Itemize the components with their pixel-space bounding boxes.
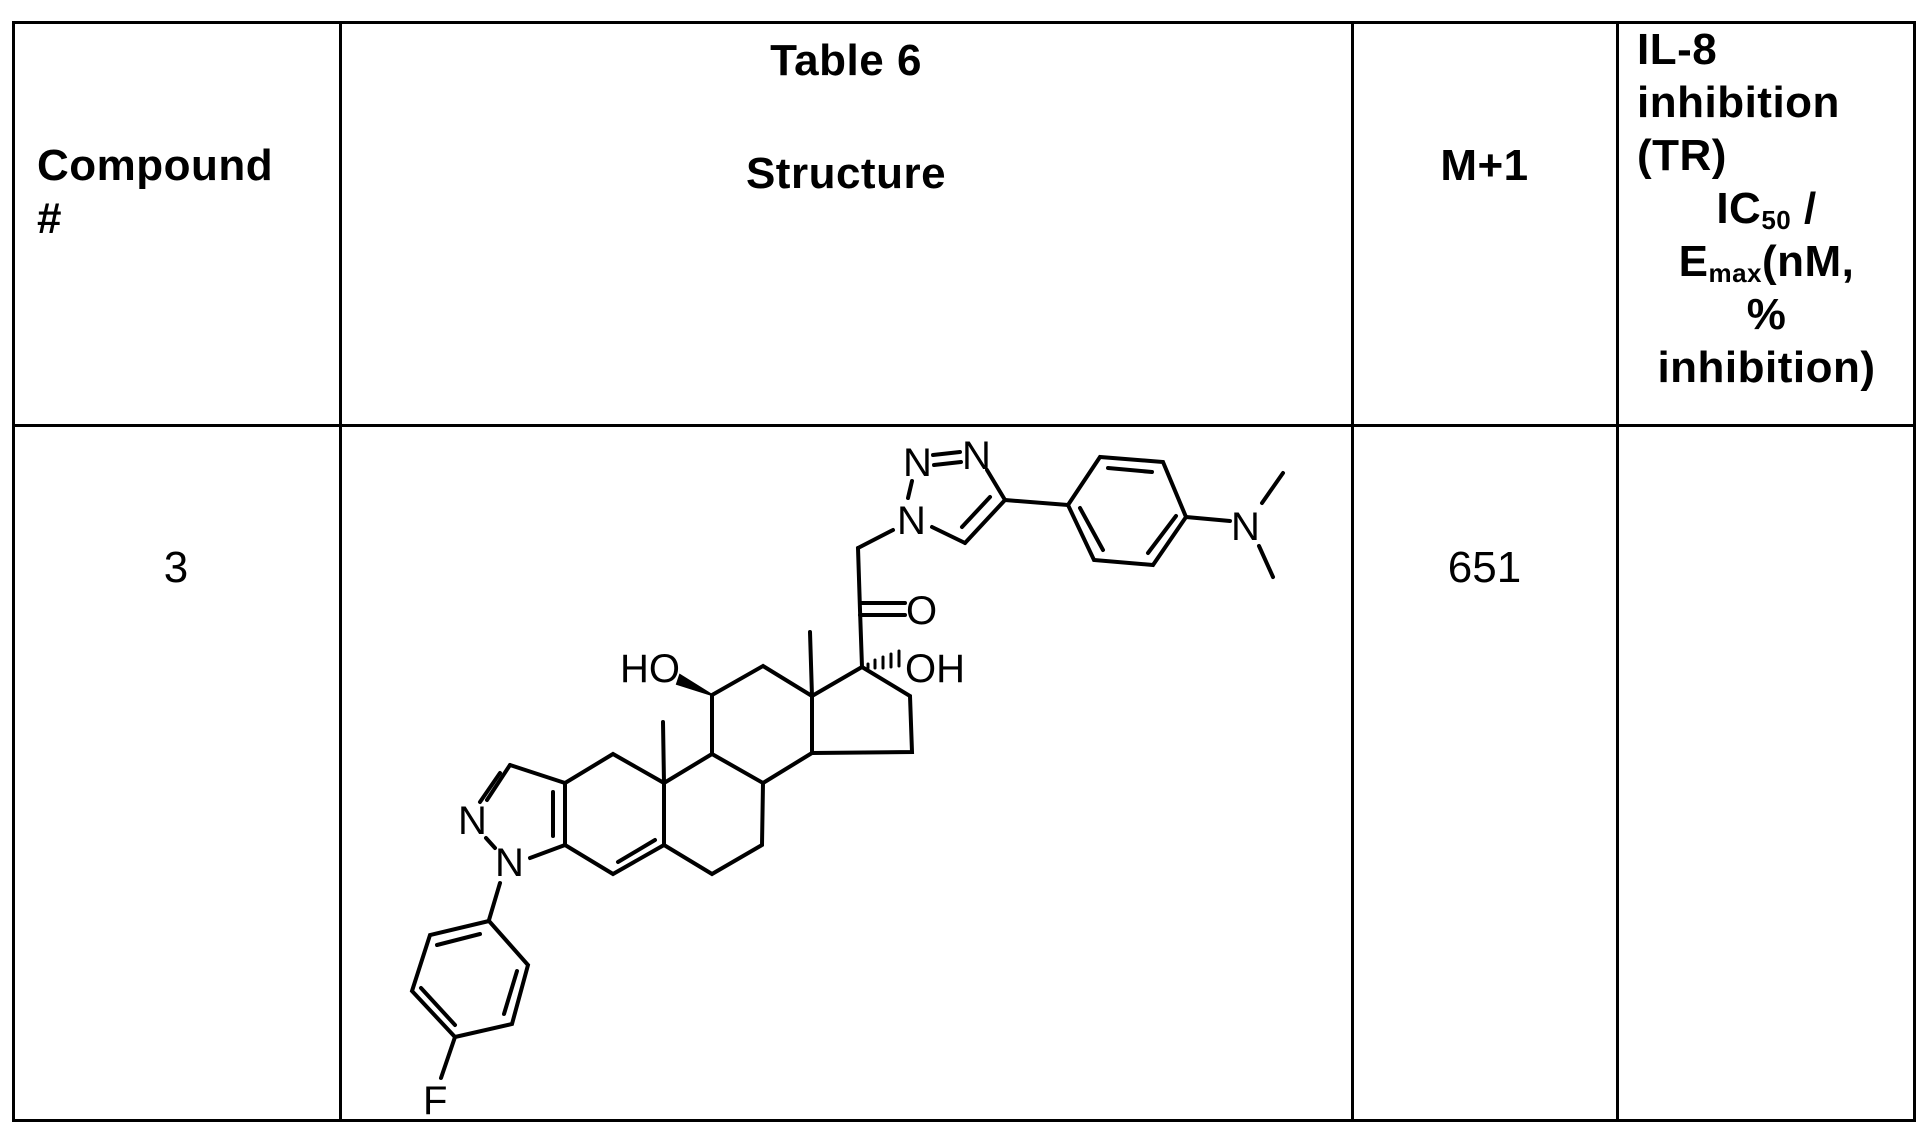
header-il8-line4: IC50 / — [1716, 184, 1817, 235]
header-il8-line2: inhibition — [1637, 78, 1840, 127]
table-border-right — [1913, 21, 1916, 1122]
header-mass: M+1 — [1440, 141, 1529, 190]
header-il8-inhibition: IL-8 inhibition (TR) IC50 / Emax(nM, % i… — [1617, 23, 1916, 394]
compound-table: Compound # Table 6 Structure M+1 IL-8 in… — [12, 21, 1916, 1122]
header-compound-line2: # — [37, 194, 62, 243]
header-compound: Compound # — [37, 139, 273, 245]
header-il8-line3: (TR) — [1637, 131, 1727, 180]
header-il8-line1: IL-8 — [1637, 25, 1718, 74]
table-border-bottom — [12, 1119, 1916, 1122]
table-border-left — [12, 21, 15, 1122]
header-divider — [12, 424, 1916, 427]
column-divider-3 — [1616, 21, 1619, 1122]
header-structure: Table 6 Structure — [340, 34, 1352, 200]
header-compound-line1: Compound — [37, 141, 274, 190]
header-il8-line5: Emax(nM, — [1678, 237, 1855, 288]
column-divider-1 — [339, 21, 342, 1122]
cell-compound-number: 3 — [163, 543, 189, 592]
table-border-top — [12, 21, 1916, 24]
header-il8-line6: % — [1746, 290, 1787, 339]
table-caption: Table 6 — [770, 36, 922, 85]
header-il8-line7: inhibition) — [1657, 343, 1876, 392]
column-divider-2 — [1351, 21, 1354, 1122]
header-structure-label: Structure — [745, 149, 947, 198]
cell-mass-value: 651 — [1447, 543, 1522, 592]
